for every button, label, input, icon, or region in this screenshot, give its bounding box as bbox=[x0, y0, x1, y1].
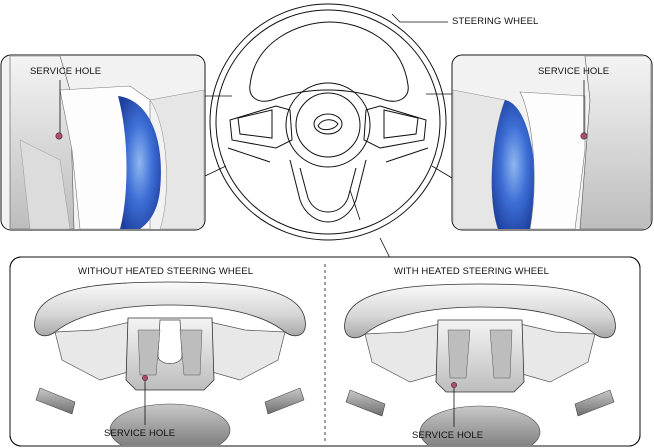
steering-wheel-label: STEERING WHEEL bbox=[452, 16, 539, 27]
without-heated-heading: WITHOUT HEATED STEERING WHEEL bbox=[78, 266, 254, 277]
wheel-without-heated bbox=[34, 281, 306, 445]
right-detail-panel bbox=[451, 54, 653, 231]
with-heated-heading: WITH HEATED STEERING WHEEL bbox=[394, 266, 549, 277]
steering-wheel-drawing bbox=[209, 3, 447, 241]
wheel-with-heated bbox=[344, 283, 616, 445]
bottom-panel-border bbox=[9, 256, 641, 447]
service-hole-label-bottom-right: SERVICE HOLE bbox=[412, 430, 484, 441]
connector-lines bbox=[204, 93, 453, 259]
service-hole-label-bottom-left: SERVICE HOLE bbox=[104, 428, 176, 439]
service-hole-label-right: SERVICE HOLE bbox=[538, 66, 610, 77]
service-hole-label-left: SERVICE HOLE bbox=[30, 66, 102, 77]
left-detail-panel bbox=[0, 54, 206, 231]
steering-wheel-leader bbox=[391, 13, 448, 23]
